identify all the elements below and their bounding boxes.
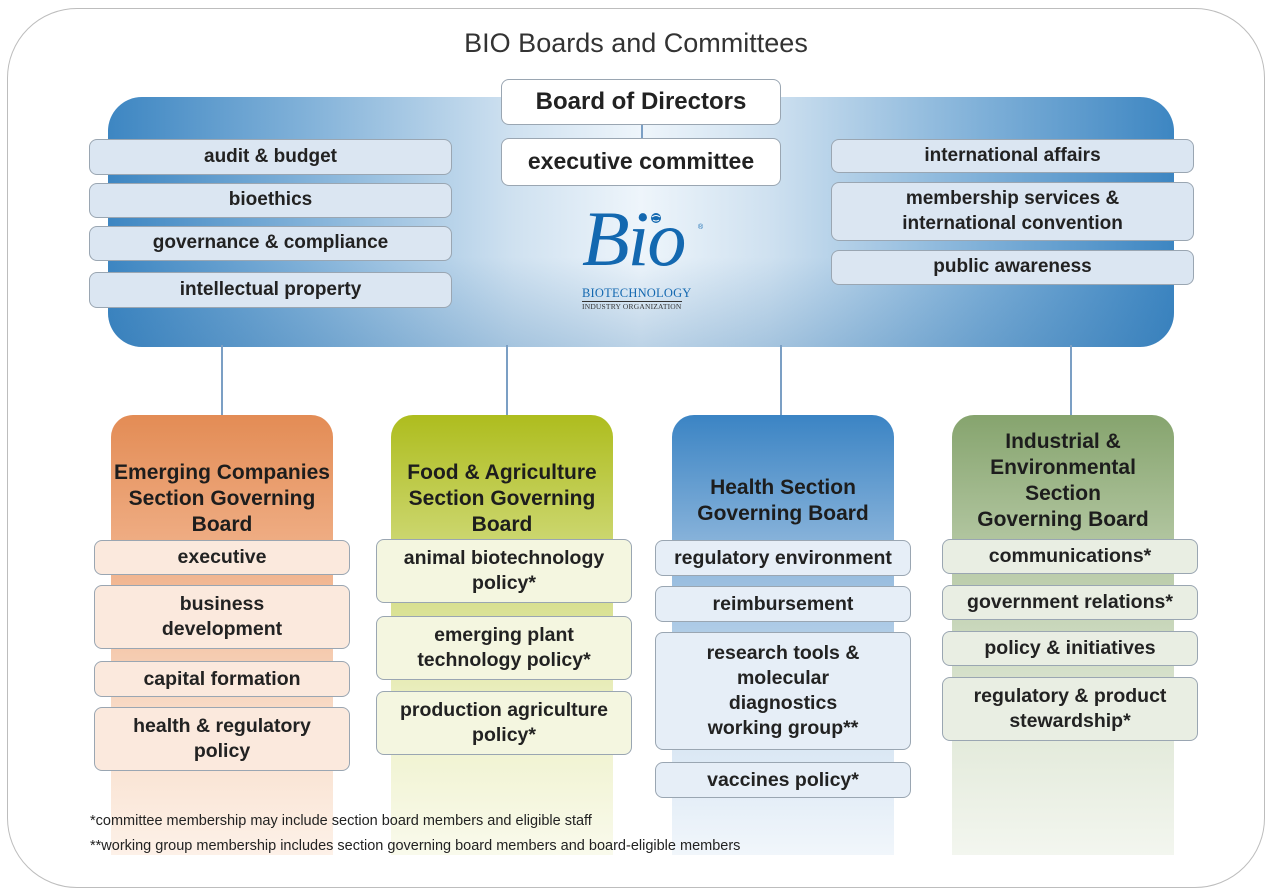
connector-line [780, 345, 782, 417]
logo-line-1: BIOTECHNOLOGY [582, 286, 692, 300]
registered-mark: ® [698, 224, 704, 231]
committee-box: reimbursement [655, 586, 911, 622]
section-heading: Food & Agriculture Section Governing Boa… [407, 460, 597, 537]
committee-box: bioethics [89, 183, 452, 218]
committee-box: intellectual property [89, 272, 452, 308]
section-heading: Health Section Governing Board [697, 475, 869, 525]
connector-line [221, 345, 223, 417]
committee-box: vaccines policy* [655, 762, 911, 798]
footnote: **working group membership includes sect… [90, 838, 741, 854]
connector-line [1070, 345, 1072, 417]
committee-box: production agriculture policy* [376, 691, 632, 755]
committee-box: public awareness [831, 250, 1194, 285]
industrial-environmental-section: Industrial & Environmental Section Gover… [942, 415, 1198, 855]
board-of-directors-box: Board of Directors [501, 79, 781, 125]
committee-box: business development [94, 585, 350, 649]
food-agriculture-section: Food & Agriculture Section Governing Boa… [376, 415, 632, 855]
committee-box: research tools & molecular diagnostics w… [655, 632, 911, 750]
committee-box: communications* [942, 539, 1198, 574]
connector-line [506, 345, 508, 417]
committee-box: audit & budget [89, 139, 452, 175]
bio-logo: Bio ® BIOTECHNOLOGY INDUSTRY ORGANIZATIO… [580, 200, 710, 311]
committee-box: executive [94, 540, 350, 575]
footnote: *committee membership may include sectio… [90, 813, 592, 829]
globe-icon [651, 213, 661, 223]
section-heading: Industrial & Environmental Section Gover… [977, 429, 1149, 532]
committee-box: regulatory environment [655, 540, 911, 576]
emerging-companies-section: Emerging Companies Section Governing Boa… [94, 415, 350, 855]
committee-box: governance & compliance [89, 226, 452, 261]
committee-box: government relations* [942, 585, 1198, 620]
committee-box: international affairs [831, 139, 1194, 173]
diagram-title: BIO Boards and Committees [464, 28, 808, 58]
bio-wordmark: Bio [582, 195, 686, 282]
connector-line [641, 125, 643, 138]
committee-box: emerging plant technology policy* [376, 616, 632, 680]
executive-committee-box: executive committee [501, 138, 781, 186]
committee-box: policy & initiatives [942, 631, 1198, 666]
committee-box: health & regulatory policy [94, 707, 350, 771]
committee-box: animal biotechnology policy* [376, 539, 632, 603]
committee-box: membership services & international conv… [831, 182, 1194, 241]
committee-box: capital formation [94, 661, 350, 697]
health-section: Health Section Governing Board regulator… [655, 415, 911, 855]
section-heading: Emerging Companies Section Governing Boa… [114, 460, 330, 537]
logo-line-2: INDUSTRY ORGANIZATION [582, 301, 682, 311]
committee-box: regulatory & product stewardship* [942, 677, 1198, 741]
